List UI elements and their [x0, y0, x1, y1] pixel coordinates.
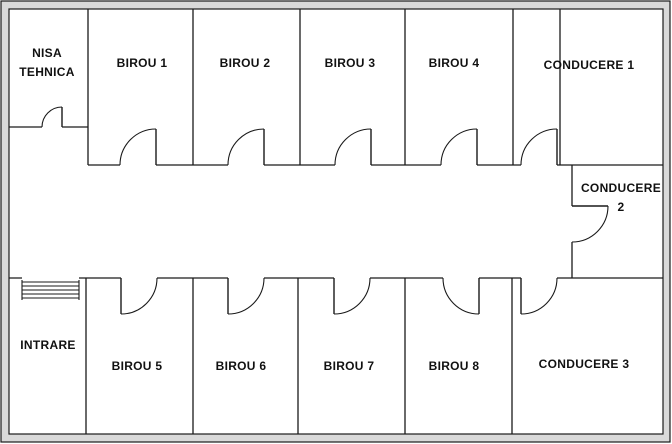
- room-label-nisa-tehnica-line2: TEHNICA: [19, 65, 74, 79]
- room-label-birou-8: BIROU 8: [429, 359, 480, 373]
- room-label-birou-7: BIROU 7: [324, 359, 375, 373]
- room-label-birou-4: BIROU 4: [429, 56, 480, 70]
- door-birou-6: [227, 275, 265, 315]
- entrance-stairs: [21, 275, 80, 300]
- door-birou-1: [119, 128, 157, 168]
- room-label-birou-1: BIROU 1: [117, 56, 168, 70]
- room-label-conducere-1: CONDUCERE 1: [544, 58, 635, 72]
- door-conducere-1: [520, 128, 558, 168]
- top-row-walls: [9, 9, 663, 166]
- door-birou-2: [227, 128, 265, 168]
- room-label-conducere-2-line2: 2: [618, 200, 625, 214]
- room-label-conducere-3: CONDUCERE 3: [539, 357, 630, 371]
- door-birou-3: [334, 128, 372, 168]
- room-label-birou-6: BIROU 6: [216, 359, 267, 373]
- room-label-nisa-tehnica-line1: NISA: [32, 46, 62, 60]
- room-label-intrare: INTRARE: [20, 338, 75, 352]
- door-conducere-2: [569, 205, 609, 243]
- building-floor: [8, 8, 664, 435]
- door-conducere-3: [520, 275, 558, 315]
- door-nisa-tehnica: [41, 106, 63, 130]
- room-label-birou-2: BIROU 2: [220, 56, 271, 70]
- door-birou-7: [333, 275, 371, 315]
- door-birou-8: [442, 275, 480, 315]
- room-label-birou-3: BIROU 3: [325, 56, 376, 70]
- door-birou-4: [440, 128, 478, 168]
- room-label-birou-5: BIROU 5: [112, 359, 163, 373]
- room-label-conducere-2-line1: CONDUCERE: [581, 181, 661, 195]
- door-birou-5: [120, 275, 158, 315]
